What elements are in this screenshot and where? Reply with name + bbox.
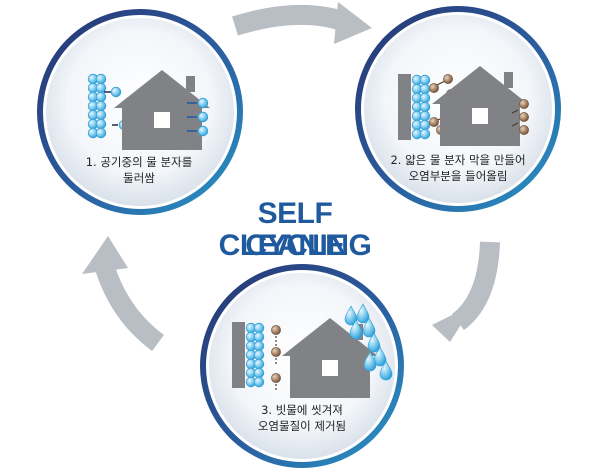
wall-icon [232,322,245,388]
diagram-title-line-2: CYCLE [245,229,345,262]
step-1-caption: 1. 공기중의 물 분자를 둘러쌈 [64,154,214,186]
step-3-caption-line-1: 3. 빗물에 씻겨져 [261,403,343,417]
cycle-arrow-right [432,241,500,342]
step-3-caption-line-2: 오염물질이 제거됨 [257,419,347,433]
water-molecule-icon [87,73,130,139]
step-1-caption-line-1: 1. 공기중의 물 분자를 [85,155,193,169]
step-1-caption-line-2: 둘러쌈 [123,171,155,185]
step-2-caption: 2. 얇은 물 분자 막을 만들어 오염부분을 들어올림 [383,152,533,184]
cycle-arrow-top [232,2,372,44]
dirt-washing-icon [271,325,281,392]
step-2-caption-line-1: 2. 얇은 물 분자 막을 만들어 [390,153,526,167]
moisture-icon [187,97,209,137]
step-2-caption-line-2: 오염부분을 들어올림 [408,169,508,183]
dirt-particle-icon [511,99,529,135]
wall-icon [398,74,411,140]
step-3-caption: 3. 빗물에 씻겨져 오염물질이 제거됨 [227,402,377,434]
cycle-arrow-left [82,236,165,352]
diagram-title-line-1: SELF CLEANING [218,197,372,262]
